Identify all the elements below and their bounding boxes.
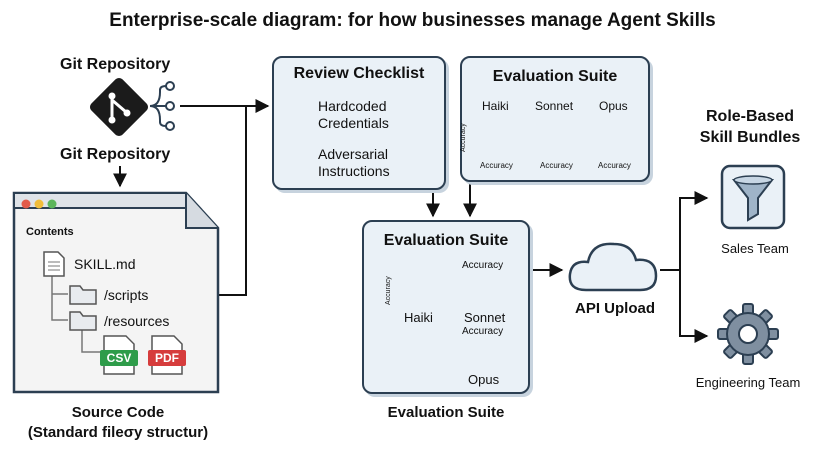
folder-resources: /resources xyxy=(104,313,170,329)
source-code-subcaption: (Standard fileσy structur) xyxy=(27,424,209,441)
review-checklist-card: Review Checklist xyxy=(272,56,446,190)
pdf-file-icon xyxy=(148,335,186,375)
pdf-badge: PDF xyxy=(155,351,179,365)
model-label-opus: Opus xyxy=(599,99,628,113)
evaluation-suite-top-card: Evaluation Suite xyxy=(460,56,650,182)
bundles-title-line1: Role-Based xyxy=(705,108,795,125)
axis-label-y: Accuracy xyxy=(460,123,467,152)
mid-axis-label-y: Accuracy xyxy=(385,276,392,305)
git-branch-lines xyxy=(149,81,175,131)
axis-label-x-haiki: Accuracy xyxy=(480,161,513,170)
gear-icon xyxy=(717,303,779,365)
window-dot-green-icon xyxy=(47,199,57,209)
folder-scripts-icon xyxy=(69,285,97,305)
arrow-api-to-sales xyxy=(660,191,709,271)
window-dot-red-icon xyxy=(21,199,31,209)
review-checklist-title: Review Checklist xyxy=(293,65,425,82)
mid-label-accuracy-1: Accuracy xyxy=(462,260,504,271)
evaluation-suite-mid-card: Evaluation Suite xyxy=(362,220,530,394)
git-repository-label-top: Git Repository xyxy=(60,56,171,73)
csv-badge: CSV xyxy=(106,351,132,365)
source-code-caption: Source Code xyxy=(71,404,165,421)
document-icon xyxy=(43,251,65,277)
sales-team-label: Sales Team xyxy=(721,241,789,256)
evaluation-suite-mid-title: Evaluation Suite xyxy=(383,232,509,249)
review-item-adversarial: Adversarial Instructions xyxy=(318,146,390,179)
git-logo-icon xyxy=(89,77,149,137)
mid-label-opus: Opus xyxy=(468,372,500,387)
connector-arrows xyxy=(113,99,709,343)
api-upload-label: API Upload xyxy=(574,300,655,317)
csv-file-icon xyxy=(100,335,138,375)
file-skill-md: SKILL.md xyxy=(74,256,136,272)
review-item-credentials: Hardcoded Credentials xyxy=(318,98,389,131)
model-label-sonnet: Sonnet xyxy=(535,99,574,113)
folder-scripts: /scripts xyxy=(104,287,149,303)
window-dot-yellow-icon xyxy=(34,199,44,209)
arrow-source-to-review xyxy=(218,105,268,296)
axis-label-x-sonnet: Accuracy xyxy=(540,161,573,170)
axis-label-x-opus: Accuracy xyxy=(598,161,631,170)
mid-label-sonnet: Sonnet xyxy=(464,310,506,325)
git-repository-label-bottom: Git Repository xyxy=(60,146,171,163)
diagram-title: Enterprise-scale diagram: for how busine… xyxy=(109,10,716,31)
evaluation-suite-top-title: Evaluation Suite xyxy=(492,68,618,85)
bundles-title-line2: Skill Bundles xyxy=(699,129,801,146)
contents-label: Contents xyxy=(26,226,74,238)
folder-resources-icon xyxy=(69,311,97,331)
mid-label-haiki: Haiki xyxy=(404,310,433,325)
funnel-icon xyxy=(720,164,786,230)
file-tree-lines xyxy=(51,276,106,353)
evaluation-suite-caption: Evaluation Suite xyxy=(387,404,505,421)
model-label-haiki: Haiki xyxy=(482,99,509,113)
cloud-icon xyxy=(568,242,658,292)
engineering-team-label: Engineering Team xyxy=(695,375,801,390)
arrow-api-to-engineering xyxy=(679,270,709,343)
mid-label-accuracy-2: Accuracy xyxy=(462,326,504,337)
